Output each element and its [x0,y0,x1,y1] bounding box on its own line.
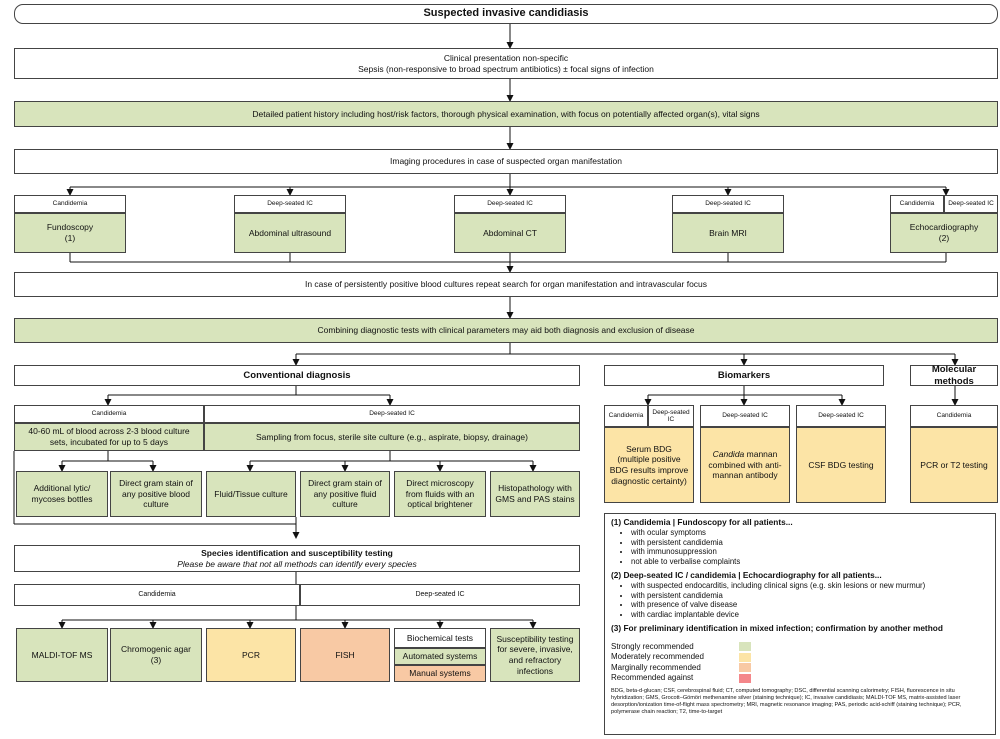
notes-panel: (1) Candidemia | Fundoscopy for all pati… [604,513,996,735]
diagram-title: Suspected invasive candidiasis [14,4,998,24]
candidemia-tag: Candidemia [14,195,126,213]
combining-tests-box: Combining diagnostic tests with clinical… [14,318,998,343]
histopathology-box: Histopathology with GMS and PAS stains [490,471,580,517]
species-title: Species identification and susceptibilit… [201,547,393,558]
sterile-site-sampling-box: Sampling from focus, sterile site cultur… [204,423,580,451]
conventional-diagnosis-header: Conventional diagnosis [14,365,580,386]
biomarkers-header: Biomarkers [604,365,884,386]
abdominal-ultrasound-label: Abdominal ultrasound [248,227,332,238]
legend-swatch [739,642,751,652]
echocardiography-label: Echocardiography [909,222,979,233]
clinical-line-2: Sepsis (non-responsive to broad spectrum… [358,63,654,74]
deep-seated-tag: Deep-seated IC [204,405,580,423]
legend-item: Marginally recommended [611,662,989,673]
legend-swatch [739,652,751,662]
echocardiography-note-ref: (2) [938,233,950,243]
note-1-title: (1) Candidemia | Fundoscopy for all pati… [611,517,793,527]
candidemia-tag: Candidemia [910,405,998,427]
candidemia-tag: Candidemia [890,195,944,213]
chromogenic-note-ref: (3) [150,655,162,665]
csf-bdg-box: CSF BDG testing [796,427,886,503]
abdominal-ct-label: Abdominal CT [483,227,537,238]
fluid-tissue-culture-box: Fluid/Tissue culture [206,471,296,517]
clinical-presentation-box: Clinical presentation non-specific Sepsi… [14,48,998,79]
gram-stain-blood-box: Direct gram stain of any positive blood … [110,471,202,517]
deep-seated-tag: Deep-seated IC [944,195,998,213]
species-note: Please be aware that not all methods can… [177,558,417,569]
note-1-item: with persistent candidemia [631,538,989,548]
clinical-line-1: Clinical presentation non-specific [443,52,569,63]
maldi-tof-box: MALDI-TOF MS [16,628,108,682]
brain-mri-label: Brain MRI [709,227,747,238]
note-2-item: with cardiac implantable device [631,610,989,620]
deep-seated-tag: Deep-seated IC [648,405,694,427]
species-deep-seated-tag: Deep-seated IC [300,584,580,606]
species-identification-box: Species identification and susceptibilit… [14,545,580,572]
legend-item: Recommended against [611,673,989,684]
imaging-procedures-box: Imaging procedures in case of suspected … [14,149,998,174]
automated-systems-box: Automated systems [394,648,486,665]
note-1-item: with immunosuppression [631,547,989,557]
lytic-mycoses-bottles-box: Additional lytic/ mycoses bottles [16,471,108,517]
fish-box: FISH [300,628,390,682]
blood-culture-box: 40-60 mL of blood across 2-3 blood cultu… [14,423,204,451]
candida-italic: Candida [712,449,745,460]
susceptibility-testing-box: Susceptibility testing for severe, invas… [490,628,580,682]
note-2-item: with presence of valve disease [631,600,989,610]
serum-bdg-box: Serum BDG (multiple positive BDG results… [604,427,694,503]
repeat-search-box: In case of persistently positive blood c… [14,272,998,297]
legend-item: Strongly recommended [611,641,989,652]
deep-seated-tag: Deep-seated IC [454,195,566,213]
note-2-item: with persistent candidemia [631,591,989,601]
deep-seated-tag: Deep-seated IC [796,405,886,427]
legend: Strongly recommended Moderately recommen… [611,641,989,683]
fundoscopy-label: Fundoscopy [46,222,94,233]
deep-seated-tag: Deep-seated IC [234,195,346,213]
chromogenic-label: Chromogenic agar [121,644,191,655]
manual-systems-box: Manual systems [394,665,486,682]
molecular-methods-header: Molecular methods [910,364,998,387]
direct-microscopy-box: Direct microscopy from fluids with an op… [394,471,486,517]
abbreviations-text: BDG, beta-d-glucan; CSF, cerebrospinal f… [611,688,962,716]
note-2-title: (2) Deep-seated IC / candidemia | Echoca… [611,570,882,581]
species-candidemia-tag: Candidemia [14,584,300,606]
note-1-item: with ocular symptoms [631,528,989,538]
candidemia-tag: Candidemia [604,405,648,427]
deep-seated-tag: Deep-seated IC [672,195,784,213]
candida-mannan-box: Candida mannan combined with anti-mannan… [700,427,790,503]
legend-swatch [739,663,751,673]
gram-stain-fluid-box: Direct gram stain of any positive fluid … [300,471,390,517]
fundoscopy-note-ref: (1) [64,233,76,243]
pcr-t2-box: PCR or T2 testing [910,427,998,503]
legend-item: Moderately recommended [611,652,989,663]
biochemical-tests-box: Biochemical tests [394,628,486,648]
pcr-species-box: PCR [206,628,296,682]
note-2-item: with suspected endocarditis, including c… [631,581,989,591]
legend-swatch [739,673,751,683]
patient-history-box: Detailed patient history including host/… [14,101,998,127]
note-3-title: (3) For preliminary identification in mi… [611,623,943,634]
candidemia-tag: Candidemia [14,405,204,423]
note-1-item: not able to verbalise complaints [631,557,989,567]
chromogenic-agar-box: Chromogenic agar (3) [110,628,202,682]
mannan-text: mannan combined with anti-mannan antibod… [708,449,782,481]
deep-seated-tag: Deep-seated IC [700,405,790,427]
